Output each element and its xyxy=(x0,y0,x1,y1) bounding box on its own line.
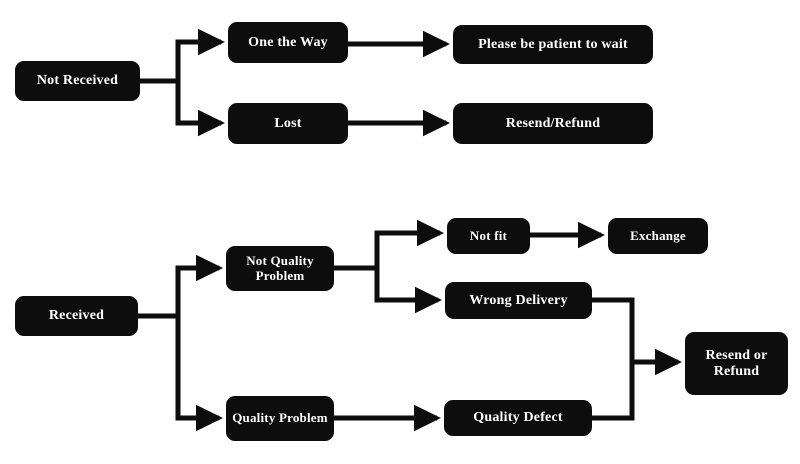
node-label-quality_defect: Quality Defect xyxy=(473,410,563,426)
node-on_the_way[interactable]: One the Way xyxy=(228,22,348,63)
node-label-be_patient: Please be patient to wait xyxy=(478,36,628,52)
node-label-not_fit: Not fit xyxy=(469,227,508,243)
node-be_patient[interactable]: Please be patient to wait xyxy=(453,25,653,64)
connector-e-split2-quality xyxy=(175,316,224,432)
node-not_fit[interactable]: Not fit xyxy=(447,218,530,254)
edge-group xyxy=(138,28,683,432)
node-received[interactable]: Received xyxy=(15,296,138,336)
node-label-wrong_delivery: Wrong Delivery xyxy=(469,292,568,308)
node-resend_or_refund[interactable]: Resend or Refund xyxy=(685,332,788,395)
connector-e-defect-merge xyxy=(592,362,635,421)
node-wrong_delivery[interactable]: Wrong Delivery xyxy=(445,282,592,319)
connector-e-split3-notfit xyxy=(374,219,445,268)
node-quality_defect[interactable]: Quality Defect xyxy=(444,400,592,436)
node-label-lost: Lost xyxy=(274,115,302,131)
node-label-not_received: Not Received xyxy=(36,73,119,89)
node-label-quality_problem: Quality Problem xyxy=(232,410,328,426)
connector-e-split-ontheway xyxy=(175,28,226,81)
node-label-received: Received xyxy=(48,308,105,324)
connector-e-wrong-merge xyxy=(592,297,635,362)
node-quality_problem[interactable]: Quality Problem xyxy=(226,396,334,441)
node-label-resend_refund: Resend/Refund xyxy=(505,115,601,131)
node-exchange[interactable]: Exchange xyxy=(608,218,708,254)
node-label-not_quality: Not Quality Problem xyxy=(246,252,314,283)
connector-e-split3-wrong xyxy=(374,268,443,314)
node-resend_refund[interactable]: Resend/Refund xyxy=(453,103,653,144)
node-not_received[interactable]: Not Received xyxy=(15,61,140,101)
node-not_quality[interactable]: Not Quality Problem xyxy=(226,246,334,291)
connector-e-split-lost xyxy=(175,81,226,137)
node-label-resend_or_refund: Resend or Refund xyxy=(705,347,768,379)
node-lost[interactable]: Lost xyxy=(228,103,348,144)
connector-e-split2-notquality xyxy=(175,254,224,316)
node-label-exchange: Exchange xyxy=(630,227,686,243)
node-label-on_the_way: One the Way xyxy=(248,34,328,50)
